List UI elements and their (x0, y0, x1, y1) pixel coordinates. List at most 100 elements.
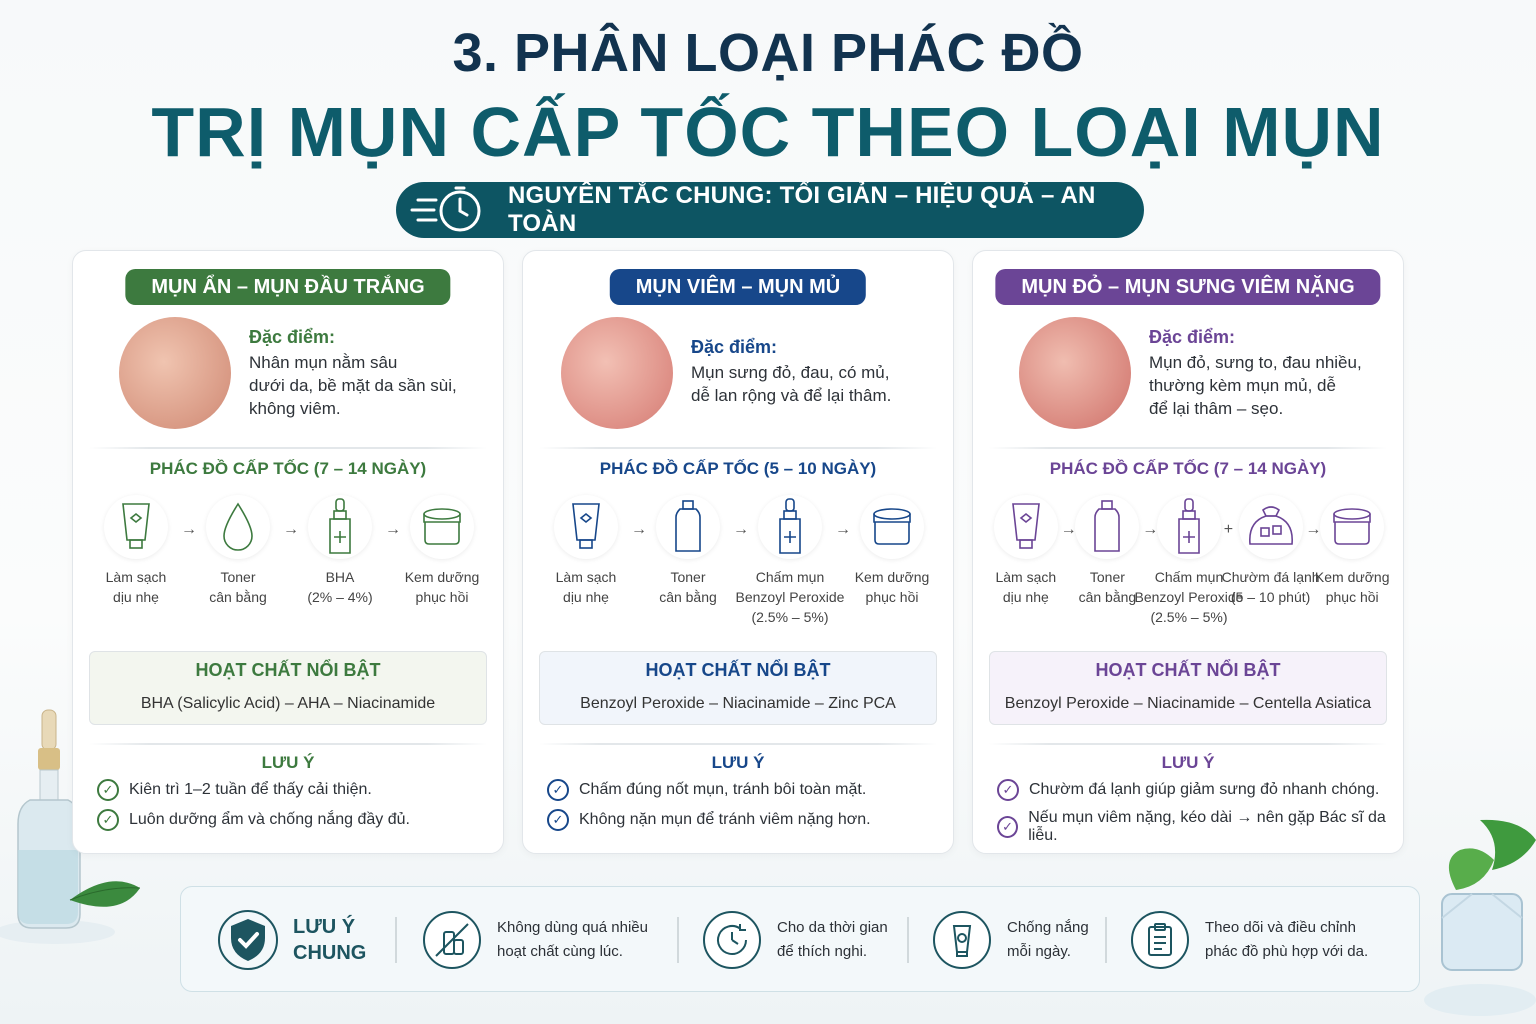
skin-closeup-image (561, 317, 673, 429)
regimen-step: Toner cân bằng (1047, 495, 1167, 607)
divider (395, 917, 397, 963)
note-text: Kiên trì 1–2 tuần để thấy cải thiện. (129, 781, 372, 798)
step-label-line: BHA (325, 569, 355, 585)
droplet-icon (206, 495, 270, 559)
active-heading: HOẠT CHẤT NỔI BẬT (645, 660, 831, 680)
step-label-line: (2.5% – 5%) (1150, 609, 1228, 625)
note-text: Chườm đá lạnh giúp giảm sưng đỏ nhanh ch… (1029, 781, 1380, 798)
arrow-right-icon: → (733, 521, 749, 538)
regimen-step: BHA(2% – 4%) (280, 495, 400, 607)
step-label-line: Chườm đá lạnh (1221, 569, 1320, 585)
step-label-line: phục hồi (1325, 589, 1379, 605)
step-label-line: cân bằng (209, 589, 267, 605)
step-label-line: dịu nhẹ (1002, 589, 1049, 605)
step-label-line: Chấm mụn (1154, 569, 1224, 585)
feature-line: Nhân mụn nằm sâu (249, 353, 398, 372)
step-label-line: Benzoyl Peroxide (1134, 589, 1244, 605)
note-text: Nếu mụn viêm nặng, kéo dài → nên gặp Bác… (1028, 809, 1386, 844)
active-ingredients-box: HOẠT CHẤT NỔI BẬT BHA (Salicylic Acid) –… (89, 651, 487, 725)
arrow-right-icon: → (181, 521, 197, 538)
ice-cube-decoration (1424, 819, 1536, 1016)
acne-type-card: MỤN VIÊM – MỤN MỦ Đặc điểm: Mụn sưng đỏ,… (522, 250, 954, 854)
active-ingredients-box: HOẠT CHẤT NỔI BẬT Benzoyl Peroxide – Nia… (989, 651, 1387, 725)
note-item: ✓ Chườm đá lạnh giúp giảm sưng đỏ nhanh … (997, 779, 1379, 801)
regimen-title: PHÁC ĐỒ CẤP TỐC (7 – 14 NGÀY) (1049, 459, 1327, 478)
step-label-line: Kem dưỡng (404, 569, 480, 585)
step-label-line: (5 – 10 phút) (1230, 589, 1311, 605)
step-label-line: Làm sạch (555, 569, 617, 585)
ice-pack-icon (1238, 495, 1303, 559)
step-label-line: Làm sạch (995, 569, 1057, 585)
active-value: Benzoyl Peroxide – Niacinamide – Zinc PC… (580, 695, 896, 712)
note-heading: LƯU Ý (711, 753, 765, 772)
card-title: MỤN ẨN – MỤN ĐẦU TRẮNG (125, 269, 451, 305)
note-heading: LƯU Ý (261, 753, 315, 772)
feature-line: dễ lan rộng và để lại thâm. (691, 386, 892, 405)
step-label-line: dịu nhẹ (113, 589, 159, 605)
acne-type-card: MỤN ĐỎ – MỤN SƯNG VIÊM NẶNG Đặc điểm: Mụ… (972, 250, 1404, 854)
active-value: Benzoyl Peroxide – Niacinamide – Centell… (1004, 695, 1372, 712)
note-item: ✓ Kiên trì 1–2 tuần để thấy cải thiện. (97, 779, 372, 801)
step-label-line: (2.5% – 5%) (751, 609, 829, 625)
general-notes-heading-1: LƯU Ý (293, 916, 356, 938)
tip-4-line-2: phác đồ phù hợp với da. (1205, 943, 1369, 960)
no-products-icon (423, 911, 481, 969)
tip-4-line-1: Theo dõi và điều chỉnh (1205, 919, 1356, 936)
divider (989, 447, 1387, 449)
divider (989, 743, 1387, 745)
step-label-line: Toner (220, 569, 256, 585)
divider (1105, 917, 1107, 963)
tip-1-line-1: Không dùng quá nhiều (497, 919, 648, 936)
check-circle-icon: ✓ (997, 816, 1019, 838)
arrow-right-icon: → (631, 521, 647, 538)
step-label-line: Toner (1089, 569, 1125, 585)
toner-bottle-icon (1075, 495, 1140, 559)
check-circle-icon: ✓ (97, 779, 119, 801)
tip-item: Không dùng quá nhiều hoạt chất cùng lúc. (423, 887, 648, 993)
tip-3-line-2: mỗi ngày. (1007, 943, 1071, 960)
general-notes-heading-2: CHUNG (293, 942, 367, 964)
principle-banner: NGUYÊN TẮC CHUNG: TỐI GIẢN – HIỆU QUẢ – … (396, 182, 1144, 238)
tip-1-line-2: hoạt chất cùng lúc. (497, 943, 623, 960)
shield-check-icon (217, 909, 279, 971)
cream-jar-icon (1320, 495, 1385, 559)
feature-line: để lại thâm – sẹo. (1149, 399, 1284, 418)
divider (89, 743, 487, 745)
feature-line: dưới da, bề mặt da sần sùi, (249, 376, 457, 395)
general-notes-heading-group: LƯU Ý CHUNG (217, 887, 366, 993)
plus-icon: + (1223, 521, 1234, 538)
step-label-line: Benzoyl Peroxide (735, 589, 845, 605)
skin-closeup-image (119, 317, 231, 429)
cycle-clock-icon (703, 911, 761, 969)
tube-icon (104, 495, 168, 559)
note-text: Luôn dưỡng ẩm và chống nắng đầy đủ. (129, 811, 410, 828)
arrow-right-icon: → (385, 521, 401, 538)
step-label-line: Kem dưỡng (854, 569, 930, 585)
skin-closeup-image (1019, 317, 1131, 429)
step-label-line: cân bằng (1078, 589, 1137, 605)
check-circle-icon: ✓ (997, 779, 1019, 801)
divider (907, 917, 909, 963)
feature-heading: Đặc điểm: (691, 337, 778, 357)
cream-jar-icon (410, 495, 474, 559)
sunscreen-icon (933, 911, 991, 969)
card-title: MỤN ĐỎ – MỤN SƯNG VIÊM NẶNG (995, 269, 1381, 305)
stopwatch-icon (404, 182, 490, 238)
arrow-right-icon: → (835, 521, 851, 538)
feature-heading: Đặc điểm: (249, 327, 336, 347)
tip-2-line-1: Cho da thời gian (777, 919, 888, 936)
general-notes-panel: LƯU Ý CHUNG Không dùng quá nhiều hoạt chấ… (180, 886, 1420, 992)
active-ingredients-box: HOẠT CHẤT NỔI BẬT Benzoyl Peroxide – Nia… (539, 651, 937, 725)
active-value: BHA (Salicylic Acid) – AHA – Niacinamide (140, 695, 436, 712)
note-text: Không nặn mụn để tránh viêm nặng hơn. (579, 811, 871, 828)
step-label-line: Toner (670, 569, 706, 585)
check-circle-icon: ✓ (547, 809, 569, 831)
divider (539, 743, 937, 745)
regimen-step: Chườm đá lạnh (5 – 10 phút) (1211, 495, 1331, 607)
